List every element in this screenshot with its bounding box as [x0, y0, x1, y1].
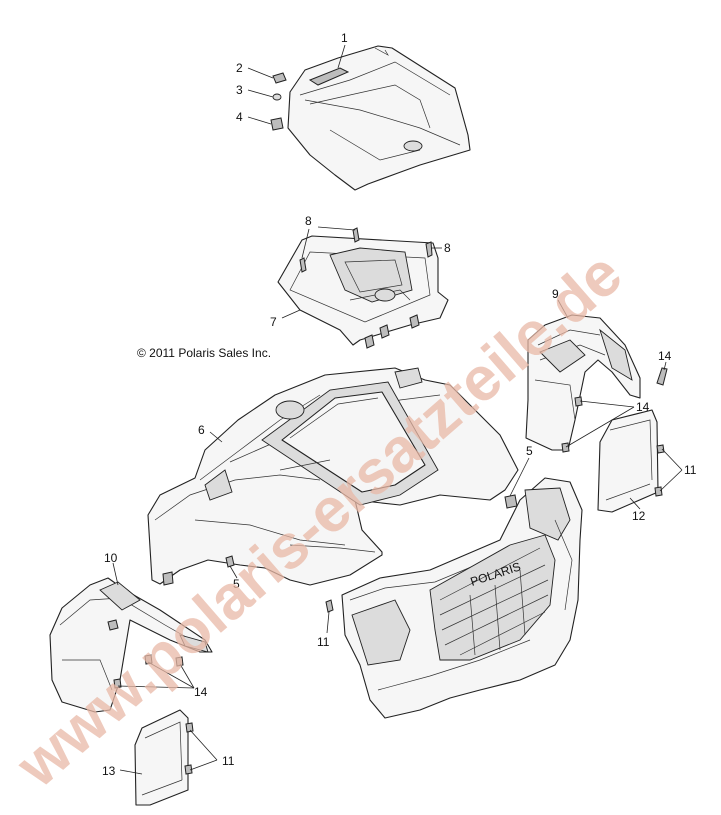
callout-11-right: 11	[684, 463, 697, 477]
grille-mesh	[429, 534, 556, 661]
callout-5-hood: 5	[233, 577, 240, 591]
screw-8-middle	[352, 227, 360, 243]
screw-14-a	[574, 396, 583, 407]
part-6-hood	[147, 367, 519, 586]
copyright-notice: © 2011 Polaris Sales Inc.	[137, 346, 271, 360]
screw-14-left-a	[144, 654, 153, 665]
callout-4: 4	[236, 110, 243, 124]
callout-5-grille: 5	[526, 444, 533, 458]
front-grille: POLARIS	[341, 477, 583, 719]
screw-14-top	[656, 367, 668, 386]
screw-8-right	[425, 241, 433, 258]
part-7-storage-tray	[277, 235, 449, 349]
fastener-2	[272, 72, 287, 84]
part-9-right-fender	[525, 314, 641, 451]
screw-14-b	[561, 442, 570, 453]
screws-left	[113, 654, 194, 775]
part-12-right-mud-flap	[597, 409, 659, 513]
callout-6: 6	[198, 423, 205, 437]
callout-12: 12	[632, 509, 646, 523]
callout-1: 1	[341, 31, 348, 45]
part-10-left-fender	[49, 577, 213, 713]
clip-5-grille	[504, 494, 518, 509]
cover-cap	[403, 140, 423, 152]
callout-11-grille: 11	[317, 635, 330, 649]
washer-3	[272, 93, 282, 101]
callout-13: 13	[102, 764, 116, 778]
clip-5-hood	[225, 555, 235, 568]
screw-14-left-b	[175, 656, 184, 667]
screw-11-left-a	[185, 722, 194, 733]
callout-8-left: 8	[305, 214, 312, 228]
screws-14-right	[561, 367, 668, 497]
screw-11-right-a	[656, 444, 665, 454]
callout-14-right: 14	[636, 400, 650, 414]
screw-11-right-b	[654, 486, 663, 497]
screws-8	[299, 227, 433, 273]
callout-10: 10	[104, 551, 118, 565]
callout-9: 9	[552, 287, 559, 301]
fasteners-2-3-4	[270, 72, 287, 131]
part-1-top-cover	[287, 45, 471, 191]
screw-8-left	[299, 257, 307, 273]
leader-lines	[112, 44, 683, 775]
screw-11-grille	[325, 599, 334, 613]
callout-8-right: 8	[444, 241, 451, 255]
callout-14-left: 14	[194, 685, 208, 699]
screw-11-left-b	[184, 764, 193, 775]
callout-11-left: 11	[222, 754, 235, 768]
callout-2: 2	[236, 61, 243, 75]
callout-3: 3	[236, 83, 243, 97]
callout-labels: 1 2 3 4 8 8 7 9 14 14 11 12 6 5 5 11 10 …	[102, 31, 697, 778]
callout-7: 7	[270, 315, 277, 329]
grommet-4	[270, 117, 284, 131]
callout-14-top: 14	[658, 349, 672, 363]
part-13-left-mud-flap	[134, 709, 189, 806]
